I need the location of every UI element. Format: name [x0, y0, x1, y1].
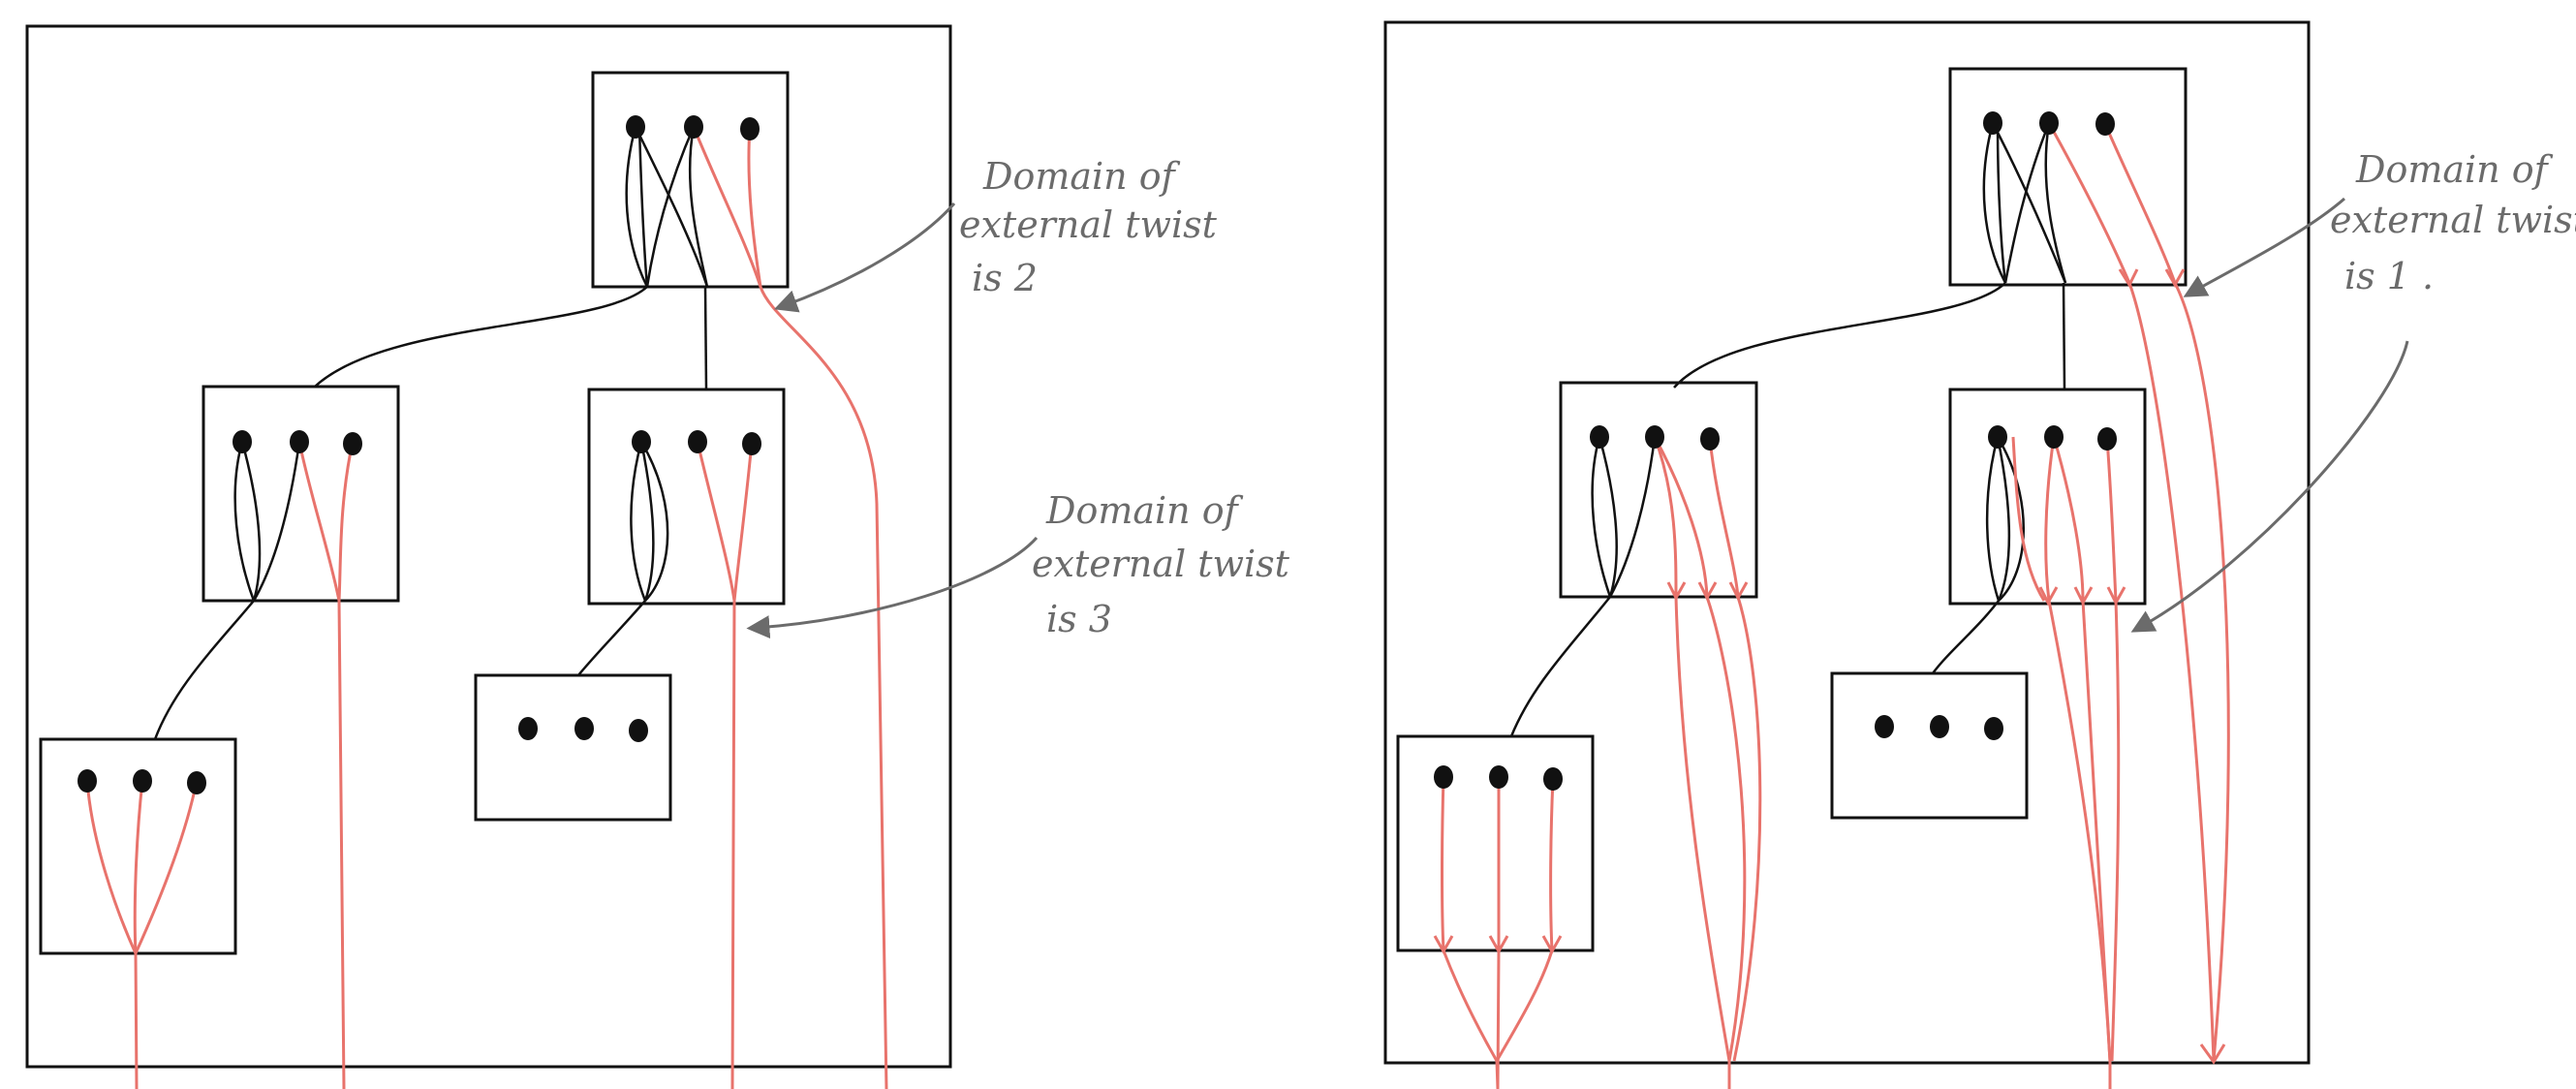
- dot: [632, 430, 651, 453]
- arrowhead: [2118, 268, 2139, 289]
- dot: [2095, 112, 2115, 136]
- dot: [1930, 715, 1949, 738]
- right-note-line3: is 1 .: [2344, 255, 2434, 297]
- dot: [629, 719, 648, 742]
- arrowhead: [1541, 935, 1563, 955]
- dot: [1988, 425, 2007, 449]
- dot: [187, 771, 206, 794]
- dot: [1489, 765, 1508, 789]
- arrowhead: [1488, 935, 1509, 955]
- dot: [290, 430, 309, 453]
- right-mid-left-box: [1559, 381, 1758, 599]
- right-note-line2: external twists: [2330, 199, 2576, 241]
- dot: [574, 717, 594, 740]
- left-root-box: [591, 71, 790, 289]
- right-bottom-left-box: [1396, 734, 1595, 952]
- dot: [233, 430, 252, 453]
- left-mid-right-box: [587, 388, 786, 606]
- dot: [133, 769, 152, 793]
- left-mid-black-strands: [233, 441, 669, 602]
- left-bottom-left-box: [39, 737, 237, 955]
- right-mid-black-strands: [1591, 436, 2025, 602]
- right-tree-edges: [1509, 282, 2066, 737]
- left-tree-edges: [153, 286, 708, 740]
- right-red-strands: [1441, 122, 2230, 1089]
- dot: [1984, 717, 2003, 740]
- dot: [688, 430, 707, 453]
- dot: [1543, 767, 1563, 791]
- dot: [1983, 111, 2002, 135]
- left-note-b: Domain of external twist is 3: [1032, 489, 1301, 640]
- arrowhead: [2164, 268, 2186, 289]
- right-note-line1: Domain of: [2355, 148, 2554, 191]
- dot: [740, 117, 760, 140]
- left-note-a: Domain of external twist is 2: [959, 155, 1228, 299]
- left-panel-frame: [25, 24, 952, 1069]
- arrowhead: [1697, 581, 1718, 602]
- left-note-a-line1: Domain of: [982, 155, 1181, 198]
- left-note-a-line2: external twist: [959, 203, 1218, 246]
- arrowhead: [1666, 581, 1687, 602]
- left-note-a-arrow: [773, 202, 956, 313]
- right-root-box: [1948, 67, 2188, 287]
- left-root-black-strands: [625, 126, 709, 288]
- dot: [78, 769, 97, 793]
- right-bottom-right-box: [1830, 671, 2029, 820]
- right-note-arrow-lower: [2130, 340, 2409, 633]
- right-note: Domain of external twists is 1 .: [2330, 148, 2576, 297]
- dot: [1700, 427, 1720, 451]
- left-note-a-line3: is 2: [972, 257, 1038, 299]
- dot: [1434, 765, 1453, 789]
- arrowhead: [1433, 935, 1454, 955]
- right-red-arrowheads: [1433, 268, 2226, 1065]
- right-panel-frame: [1383, 20, 2311, 1065]
- dot: [742, 432, 761, 455]
- left-note-b-line2: external twist: [1032, 543, 1290, 585]
- arrowhead: [1728, 581, 1749, 602]
- arrowhead: [2038, 586, 2059, 607]
- dot: [1590, 425, 1609, 449]
- dot: [684, 115, 703, 139]
- dot: [343, 432, 362, 455]
- arrowhead: [2073, 586, 2094, 607]
- left-red-strands: [85, 126, 888, 1089]
- dot: [518, 717, 538, 740]
- left-note-b-line3: is 3: [1046, 598, 1112, 640]
- left-bottom-right-box: [474, 673, 672, 822]
- right-dots: [1434, 111, 2117, 791]
- arrowhead: [2106, 586, 2126, 607]
- dot: [1645, 425, 1664, 449]
- left-panel: Domain of external twist is 2 Domain of …: [25, 24, 1301, 1089]
- arrowhead: [2199, 1043, 2226, 1065]
- left-note-b-line1: Domain of: [1045, 489, 1244, 532]
- right-note-arrow-upper: [2183, 197, 2345, 297]
- dot: [2039, 111, 2059, 135]
- right-panel: Domain of external twists is 1 .: [1383, 20, 2576, 1089]
- left-dots: [78, 115, 761, 794]
- left-mid-left-box: [202, 385, 400, 603]
- dot: [626, 115, 645, 139]
- dot: [2097, 427, 2117, 451]
- right-root-black-strands: [1982, 122, 2067, 284]
- dot: [1875, 715, 1894, 738]
- dot: [2044, 425, 2064, 449]
- left-note-b-arrow: [746, 537, 1039, 639]
